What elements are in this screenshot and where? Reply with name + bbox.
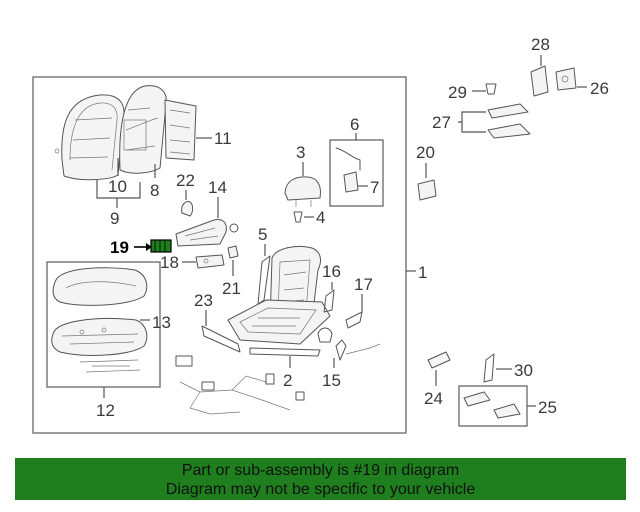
track-end-covers[interactable] <box>463 391 521 419</box>
bracket-30[interactable] <box>483 353 495 383</box>
callout-9: 9 <box>110 209 119 228</box>
callout-16: 16 <box>322 262 341 281</box>
callout-28: 28 <box>531 35 550 54</box>
callout-4: 4 <box>316 208 325 227</box>
callout-26: 26 <box>590 79 609 98</box>
callout-29: 29 <box>448 83 467 102</box>
handle-cover[interactable] <box>555 67 577 91</box>
callout-14: 14 <box>208 178 227 197</box>
seatback-frame[interactable] <box>119 85 167 174</box>
info-banner: Part or sub-assembly is #19 in diagram D… <box>15 458 626 500</box>
callout-17: 17 <box>354 275 373 294</box>
banner-line-2: Diagram may not be specific to your vehi… <box>165 481 476 498</box>
callout-18: 18 <box>160 253 179 272</box>
seat-belt-buckle[interactable] <box>317 327 381 361</box>
switch-knob[interactable] <box>227 245 239 259</box>
seat-cushion-pad[interactable] <box>51 318 148 356</box>
callout-2: 2 <box>283 371 292 390</box>
callout-11: 11 <box>214 129 232 148</box>
callout-25: 25 <box>538 398 557 417</box>
clip[interactable] <box>485 83 497 95</box>
lumbar-cable[interactable] <box>335 147 361 193</box>
callout-7: 7 <box>370 178 379 197</box>
callout-10: 10 <box>108 177 127 196</box>
callout-24: 24 <box>424 389 443 408</box>
headrest-guide[interactable] <box>293 211 303 223</box>
callout-15: 15 <box>322 371 341 390</box>
power-seat-switch[interactable] <box>195 254 225 269</box>
rail-cover[interactable] <box>427 351 451 369</box>
parts-diagram: 1 11 10 8 9 3 4 6 7 <box>32 35 609 434</box>
seatback-board[interactable] <box>164 99 197 161</box>
callout-27: 27 <box>432 113 451 132</box>
recliner-knob[interactable] <box>181 201 194 217</box>
callout-13: 13 <box>152 313 171 332</box>
banner-line-1: Part or sub-assembly is #19 in diagram <box>181 462 460 479</box>
headrest[interactable] <box>284 176 321 207</box>
callout-3: 3 <box>296 143 305 162</box>
callout-8: 8 <box>150 181 159 200</box>
callout-20: 20 <box>416 143 435 162</box>
inner-cover[interactable] <box>345 311 363 329</box>
callout-23: 23 <box>194 291 213 310</box>
mirror-cover[interactable] <box>530 65 549 97</box>
cushion-heater <box>79 359 141 373</box>
wiring-harness[interactable] <box>175 355 305 415</box>
callout-30: 30 <box>514 361 533 380</box>
callout-1: 1 <box>418 263 427 282</box>
seat-side-trim[interactable] <box>201 325 241 353</box>
seat-trim-strip[interactable] <box>257 255 271 305</box>
part-19-switch[interactable] <box>150 239 172 253</box>
seat-cushion-cover[interactable] <box>52 267 148 306</box>
seat-track-covers[interactable] <box>487 103 531 139</box>
callout-6: 6 <box>350 115 359 134</box>
callout-22: 22 <box>176 171 195 190</box>
seatback-cushion[interactable] <box>54 94 125 181</box>
callout-12: 12 <box>96 401 115 420</box>
hinge-cover[interactable] <box>323 289 335 313</box>
seat-assembly-frame <box>32 76 407 434</box>
callout-5: 5 <box>258 225 267 244</box>
callout-19: 19 <box>110 238 129 257</box>
callout-21: 21 <box>222 279 241 298</box>
seat-bracket[interactable] <box>417 179 437 201</box>
seat-frame[interactable] <box>227 245 331 357</box>
seat-side-cover[interactable] <box>175 219 239 247</box>
